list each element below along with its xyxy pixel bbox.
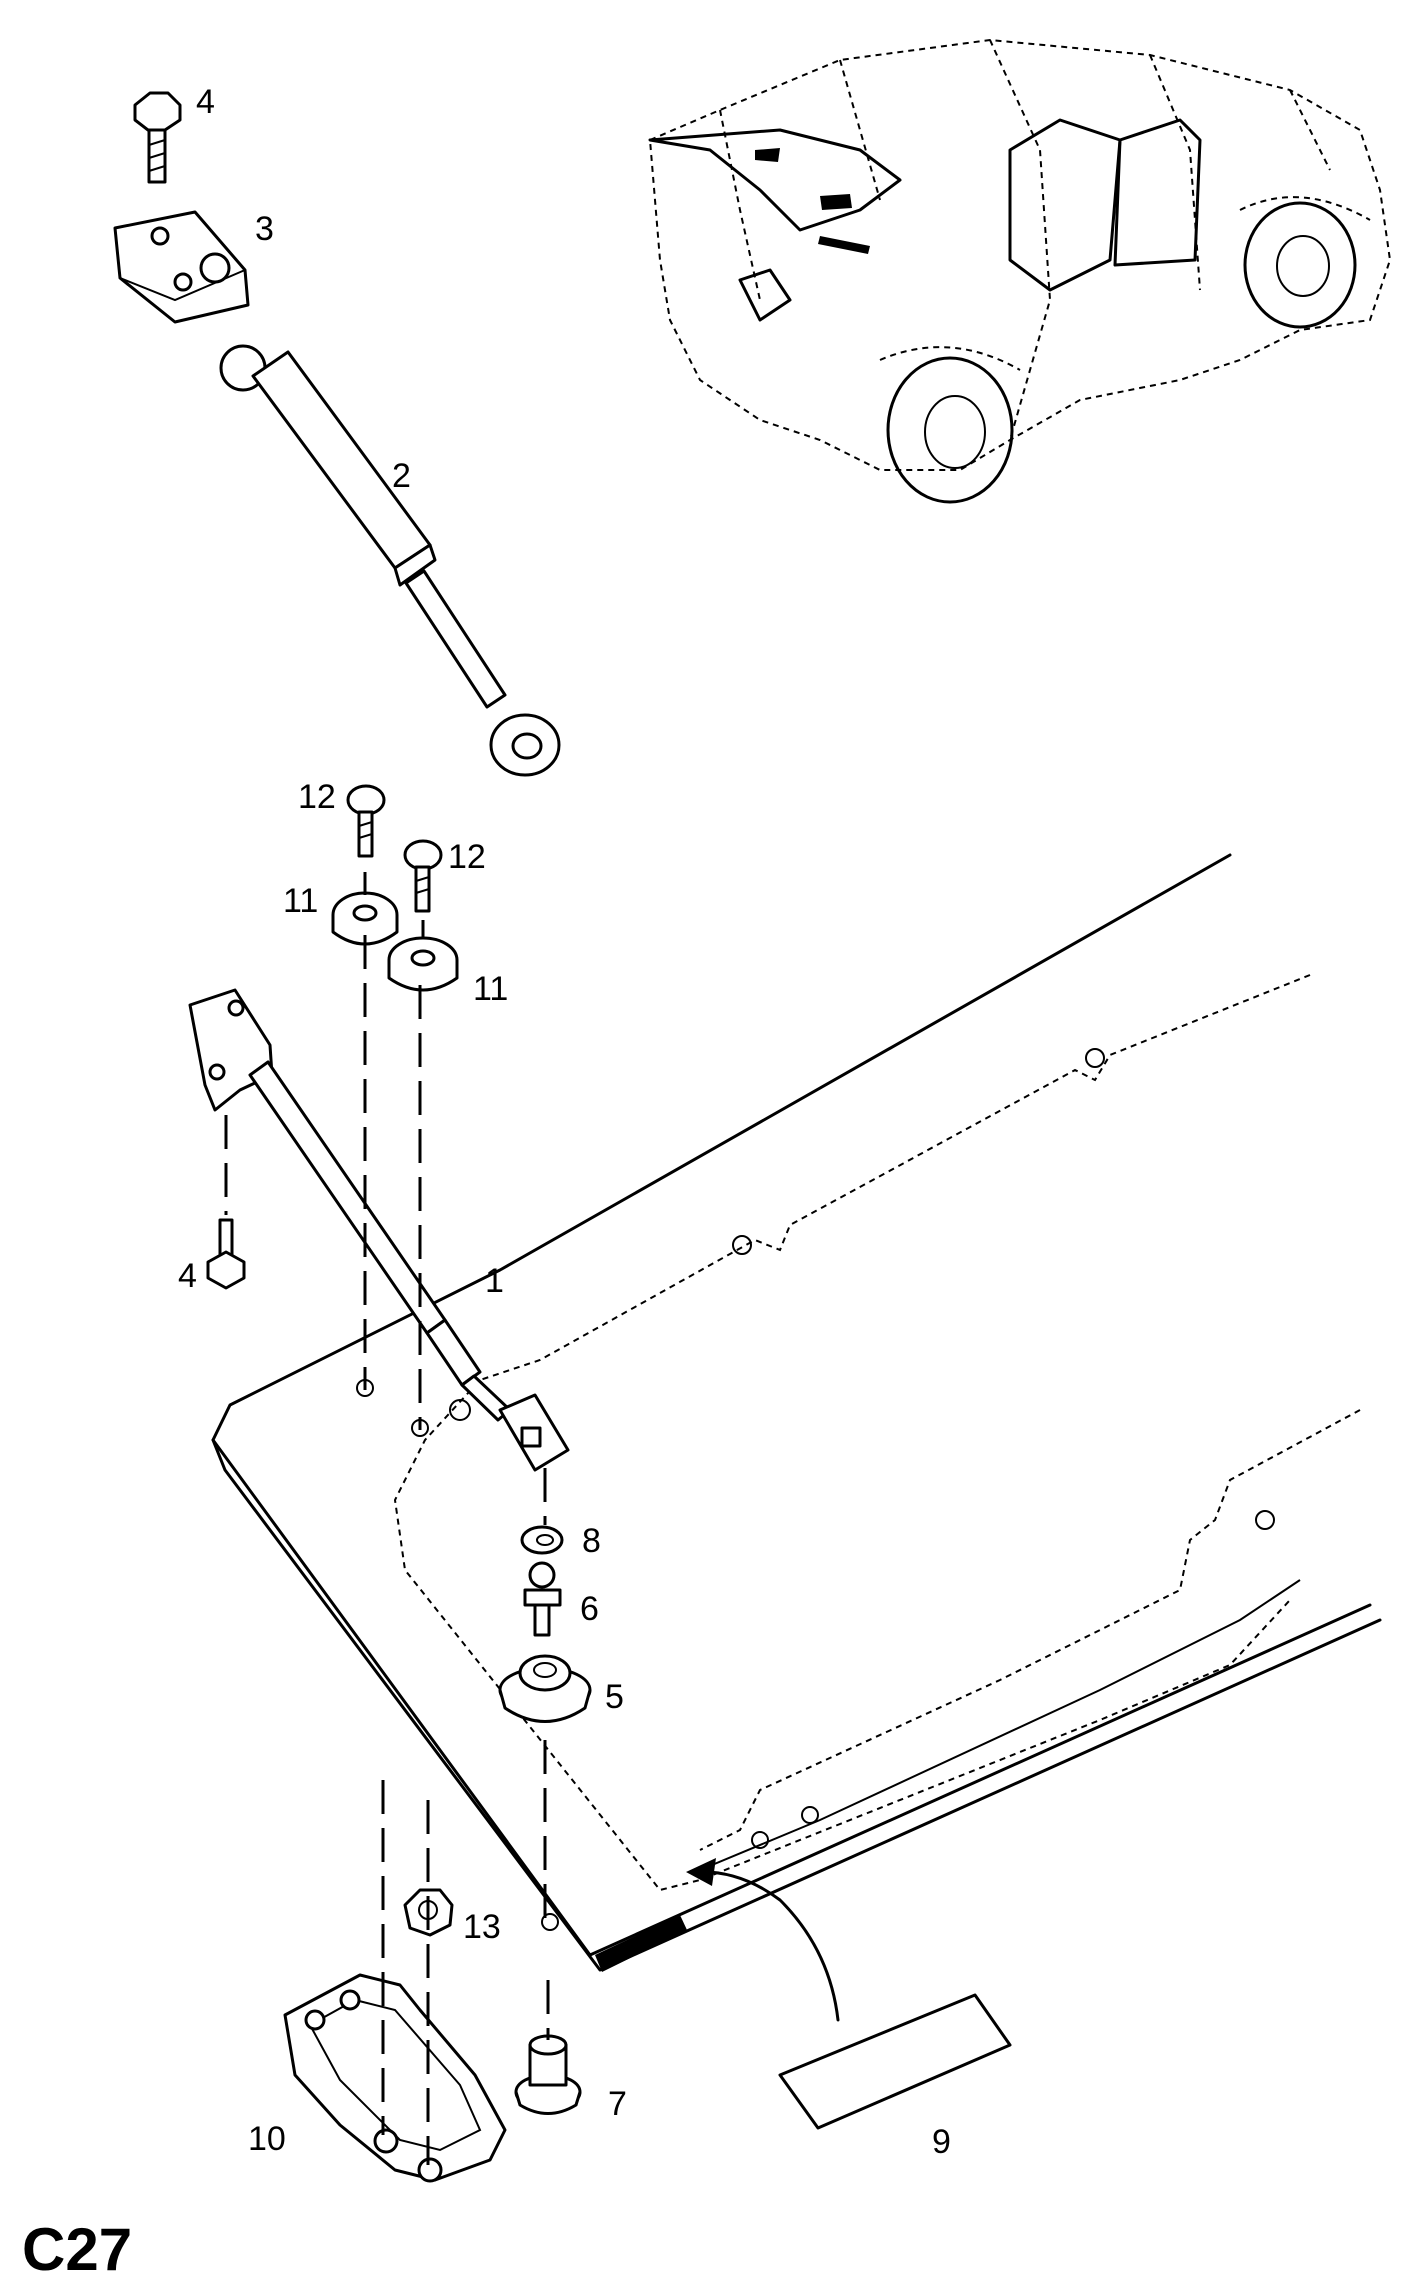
- callout-6: 6: [580, 1590, 599, 1628]
- info-label: [778, 1993, 1012, 2130]
- lower-strut: [188, 988, 570, 1472]
- lock-striker: [283, 1973, 507, 2183]
- callout-8: 8: [582, 1522, 601, 1560]
- assembly-lines: [224, 872, 550, 2165]
- callout-13: 13: [463, 1908, 501, 1946]
- vehicle-overview: [648, 38, 1392, 504]
- callout-4-top: 4: [196, 83, 215, 121]
- bolt-lower: [206, 1218, 246, 1290]
- rubber-buffer: [514, 2034, 582, 2115]
- callout-5: 5: [605, 1678, 624, 1716]
- callout-9: 9: [932, 2123, 951, 2161]
- washer-right: [387, 936, 459, 992]
- callout-2: 2: [392, 457, 411, 495]
- bolt-top: [133, 91, 182, 184]
- callout-1: 1: [485, 1262, 504, 1300]
- page-code: C27: [22, 2216, 132, 2283]
- screw-right: [403, 839, 443, 913]
- screw-left: [346, 784, 386, 858]
- callout-4-lower: 4: [178, 1257, 197, 1295]
- retaining-clip: [520, 1525, 564, 1555]
- gas-strut: [219, 344, 561, 777]
- ball-stud: [523, 1561, 562, 1637]
- arrow-indicator: [686, 1858, 840, 2022]
- callouts: 1 2 3 4 4 5 6 7 8 9 10 11 11 12 12 13: [178, 83, 951, 2161]
- grommet: [498, 1654, 592, 1723]
- callout-7: 7: [608, 2085, 627, 2123]
- mounting-bracket: [113, 210, 250, 324]
- tailgate-panel: [211, 853, 1382, 1972]
- callout-11-right: 11: [473, 970, 508, 1008]
- callout-3: 3: [255, 210, 274, 248]
- callout-12-left: 12: [298, 778, 336, 816]
- callout-11-left: 11: [283, 882, 318, 920]
- callout-10: 10: [248, 2120, 286, 2158]
- callout-12-right: 12: [448, 838, 486, 876]
